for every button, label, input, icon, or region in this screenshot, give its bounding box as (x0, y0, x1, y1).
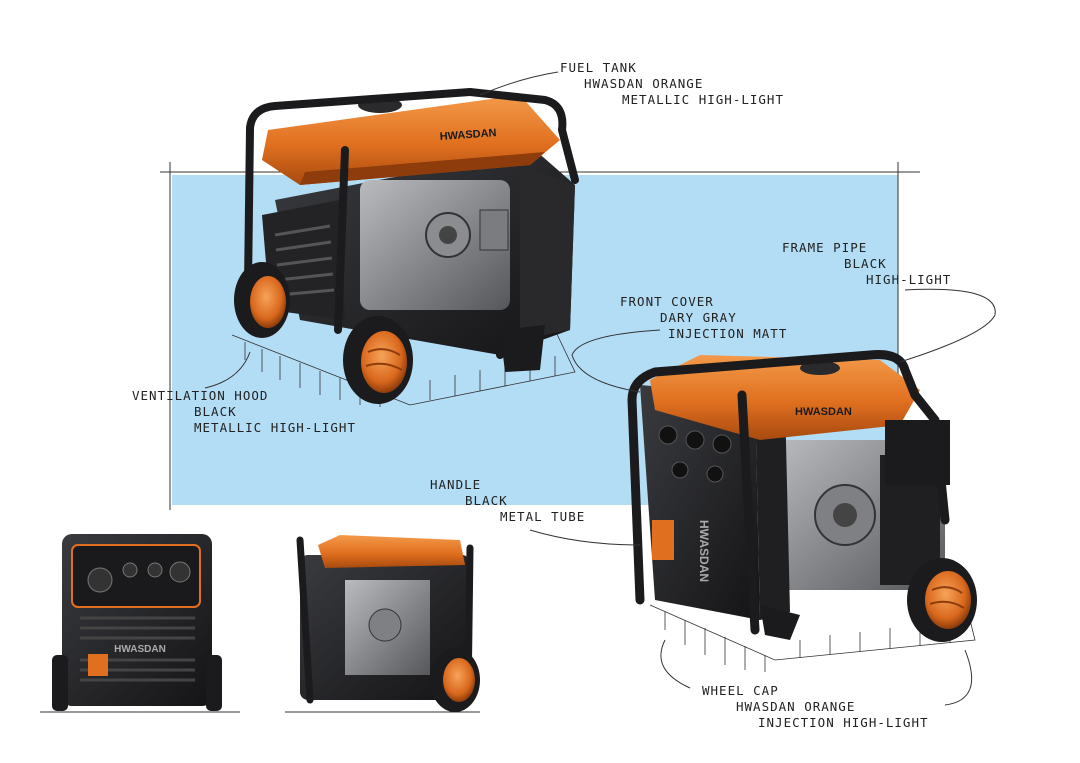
fuel-tank-line3: METALLIC HIGH-LIGHT (622, 92, 784, 107)
ventilation-hood-line1: VENTILATION HOOD (132, 388, 269, 403)
handle-line3: METAL TUBE (500, 509, 586, 524)
front-cover-line2: DARY GRAY (660, 310, 737, 325)
annotation-handle: HANDLE BLACK METAL TUBE (430, 477, 585, 525)
brand-logo-cover: HWASDAN (697, 520, 711, 582)
fuel-tank-line2: HWASDAN ORANGE (584, 76, 704, 91)
brand-logo-tank: HWASDAN (795, 406, 852, 418)
annotation-ventilation-hood: VENTILATION HOOD BLACK METALLIC HIGH-LIG… (132, 388, 356, 436)
front-cover-line1: FRONT COVER (620, 294, 714, 309)
brand-logo: HWASDAN (439, 127, 497, 143)
front-cover-line3: INJECTION MATT (668, 326, 788, 341)
generator-main-view: HWASDAN (231, 88, 579, 407)
ventilation-hood-line3: METALLIC HIGH-LIGHT (194, 420, 356, 435)
brand-logo-front: HWASDAN (114, 644, 166, 655)
annotation-frame-pipe: FRAME PIPE BLACK HIGH-LIGHT (782, 240, 951, 288)
ventilation-hood-line2: BLACK (194, 404, 237, 419)
wheel-side (430, 648, 480, 712)
fuel-tank-line1: FUEL TANK (560, 60, 637, 75)
frame-pipe-line2: BLACK (844, 256, 887, 271)
wheel-rear-left (234, 262, 290, 338)
wheel-cap-line3: INJECTION HIGH-LIGHT (758, 715, 929, 730)
frame-pipe-line3: HIGH-LIGHT (866, 272, 952, 287)
handle-line1: HANDLE (430, 477, 482, 492)
generator-side-view (285, 535, 480, 713)
wheel-cap-line1: WHEEL CAP (702, 683, 779, 698)
annotation-front-cover: FRONT COVER DARY GRAY INJECTION MATT (620, 294, 787, 342)
handle-line2: BLACK (465, 493, 508, 508)
generator-front-view: HWASDAN (40, 534, 240, 713)
leader-lines (204, 71, 996, 706)
generator-right-view: HWASDAN HWASDAN (627, 350, 977, 672)
wheel-right (907, 558, 977, 642)
annotation-wheel-cap: WHEEL CAP HWASDAN ORANGE INJECTION HIGH-… (702, 683, 929, 731)
wheel-cap-line2: HWASDAN ORANGE (736, 699, 856, 714)
annotation-fuel-tank: FUEL TANK HWASDAN ORANGE METALLIC HIGH-L… (560, 60, 784, 108)
frame-pipe-line1: FRAME PIPE (782, 240, 868, 255)
wheel-front (343, 316, 413, 404)
